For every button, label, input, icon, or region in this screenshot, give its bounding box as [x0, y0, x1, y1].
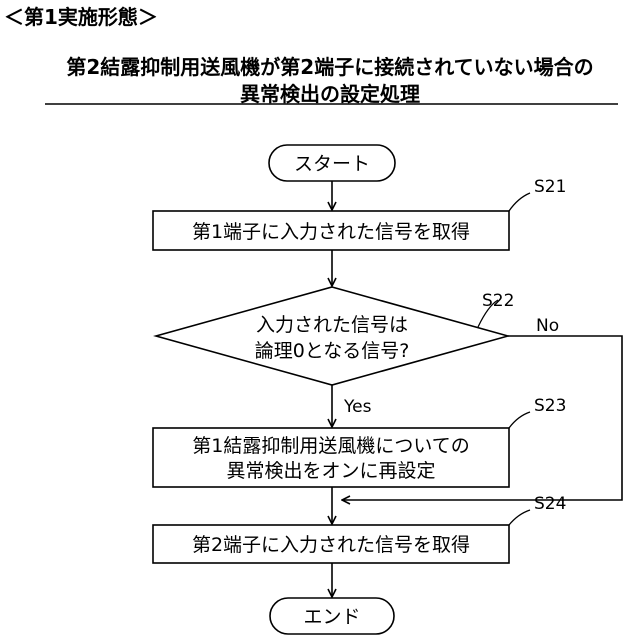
no-label: No — [536, 316, 559, 336]
s22-diamond — [156, 287, 508, 385]
s22-text-line2: 論理0となる信号? — [255, 340, 410, 362]
title-line2: 異常検出の設定処理 — [240, 82, 420, 106]
s23-leader — [509, 412, 530, 428]
embodiment-label: ＜第1実施形態＞ — [4, 5, 158, 29]
s22-id: S22 — [482, 291, 514, 311]
s24-text: 第2端子に入力された信号を取得 — [192, 534, 470, 556]
s21-id: S21 — [534, 177, 566, 197]
start-label: スタート — [294, 153, 370, 175]
s21-text: 第1端子に入力された信号を取得 — [192, 221, 470, 243]
end-label: エンド — [303, 606, 360, 628]
s24-leader — [509, 510, 530, 525]
s23-id: S23 — [534, 396, 566, 416]
yes-label: Yes — [343, 397, 372, 417]
s23-text-line2: 異常検出をオンに再設定 — [226, 460, 435, 482]
title-line1: 第2結露抑制用送風機が第2端子に接続されていない場合の — [66, 55, 593, 79]
s21-leader — [509, 193, 530, 211]
s22-text-line1: 入力された信号は — [256, 314, 408, 336]
s24-id: S24 — [534, 494, 566, 514]
s23-text-line1: 第1結露抑制用送風機についての — [192, 435, 470, 457]
